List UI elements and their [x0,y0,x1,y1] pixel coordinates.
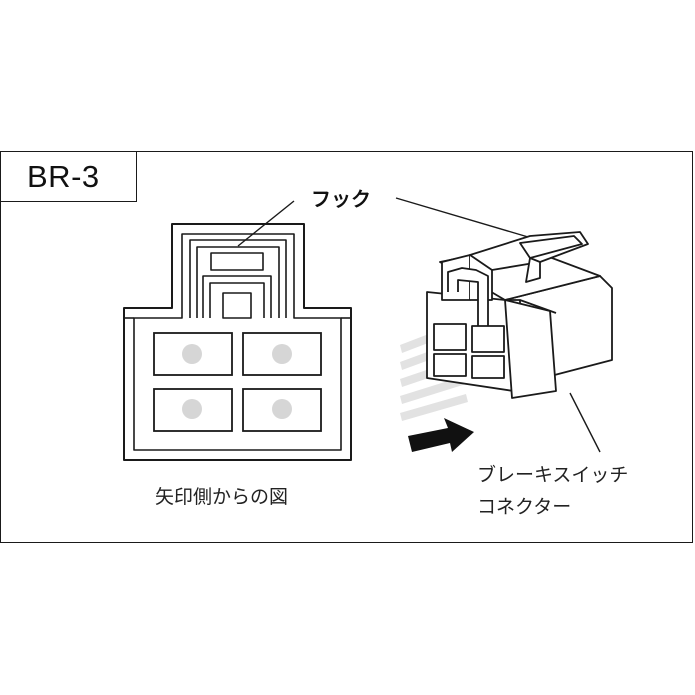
hook-leader-line-right [395,197,546,243]
front-housing-inner [133,233,342,451]
connector-leader-line [569,392,601,453]
hook-tab-top [210,252,264,271]
front-view-caption: 矢印側からの図 [155,486,289,508]
connector-label-line1: ブレーキスイッチ [477,464,629,486]
front-housing-outline [123,223,352,461]
arrow-right-icon [408,418,474,452]
connector-flange [504,299,557,399]
hook-latch [202,275,272,318]
pin-dots [182,344,292,419]
connector-hook-frame [447,267,489,331]
hook-leader-line [237,200,295,247]
connector-tag-box: BR-3 [1,152,137,202]
connector-cavity-1 [433,323,467,351]
connector-cavity-2 [471,325,505,353]
pin-2 [272,344,292,364]
hook-frame [189,239,287,318]
connector-3d [426,231,613,399]
hook-frame-inner [196,246,280,318]
connector-label-line2: コネクター [477,496,572,518]
pin-cavities [153,332,322,432]
connector-tag: BR-3 [27,159,100,194]
hook-latch-inner [209,282,265,318]
pin-3 [182,399,202,419]
connector-cavity-4 [471,355,505,379]
hook-label: フック [311,187,371,211]
hook-latch-window [222,292,252,319]
connector-cavity-3 [433,353,467,377]
pin-1 [182,344,202,364]
front-view-drawing [123,223,352,461]
pin-4 [272,399,292,419]
